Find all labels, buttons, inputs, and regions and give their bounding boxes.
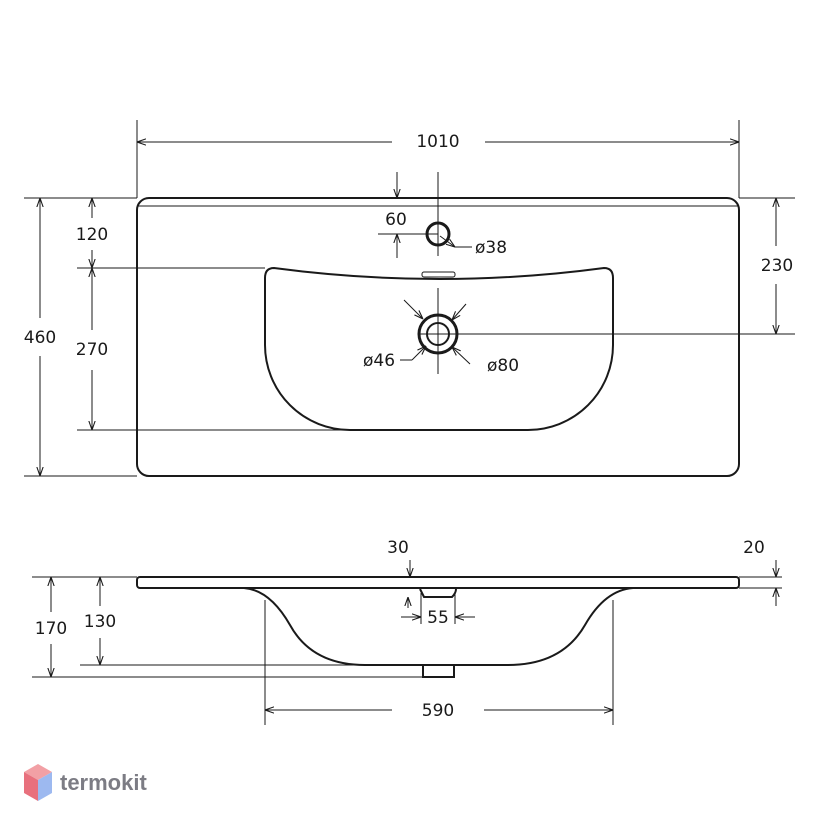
logo-cube-left — [24, 772, 38, 801]
dim-170-label: 170 — [35, 619, 67, 639]
dim-55-label: 55 — [427, 608, 449, 628]
slab-outline-side — [136, 576, 740, 589]
dim-230-label: 230 — [761, 256, 793, 276]
drain-leader-3 — [411, 346, 426, 361]
dim-120-label: 120 — [76, 225, 108, 245]
dim-20-label: 20 — [743, 538, 765, 558]
drain-outer-label: ø80 — [487, 356, 519, 376]
drain-leader-4 — [452, 347, 471, 365]
tap-hole-label: ø38 — [475, 238, 507, 258]
brand-logo: termokit — [24, 764, 147, 801]
drain-inner-label: ø46 — [363, 351, 395, 371]
drain-leader-1 — [403, 299, 423, 319]
bowl-outline — [264, 266, 614, 431]
overflow-side — [419, 588, 457, 598]
tap-leader — [439, 235, 455, 247]
dim-460-label: 460 — [24, 328, 56, 348]
dim-130-label: 130 — [84, 612, 116, 632]
dim-270-label: 270 — [76, 340, 108, 360]
dim-width-label: 1010 — [416, 132, 459, 152]
brand-name: termokit — [60, 770, 147, 795]
logo-cube-right — [38, 772, 52, 801]
drain-stub-side — [422, 664, 455, 678]
dim-590-label: 590 — [422, 701, 454, 721]
bowl-profile-side — [243, 587, 634, 666]
overflow-slot-top — [421, 271, 456, 278]
drain-leader-2 — [452, 303, 467, 320]
dim-30-label: 30 — [387, 538, 409, 558]
dim-60-label: 60 — [385, 210, 407, 230]
top-view: 1010 60 ø38 460 120 270 230 ø46 ø80 — [24, 120, 795, 477]
side-view: 30 20 55 170 130 590 — [32, 538, 782, 725]
